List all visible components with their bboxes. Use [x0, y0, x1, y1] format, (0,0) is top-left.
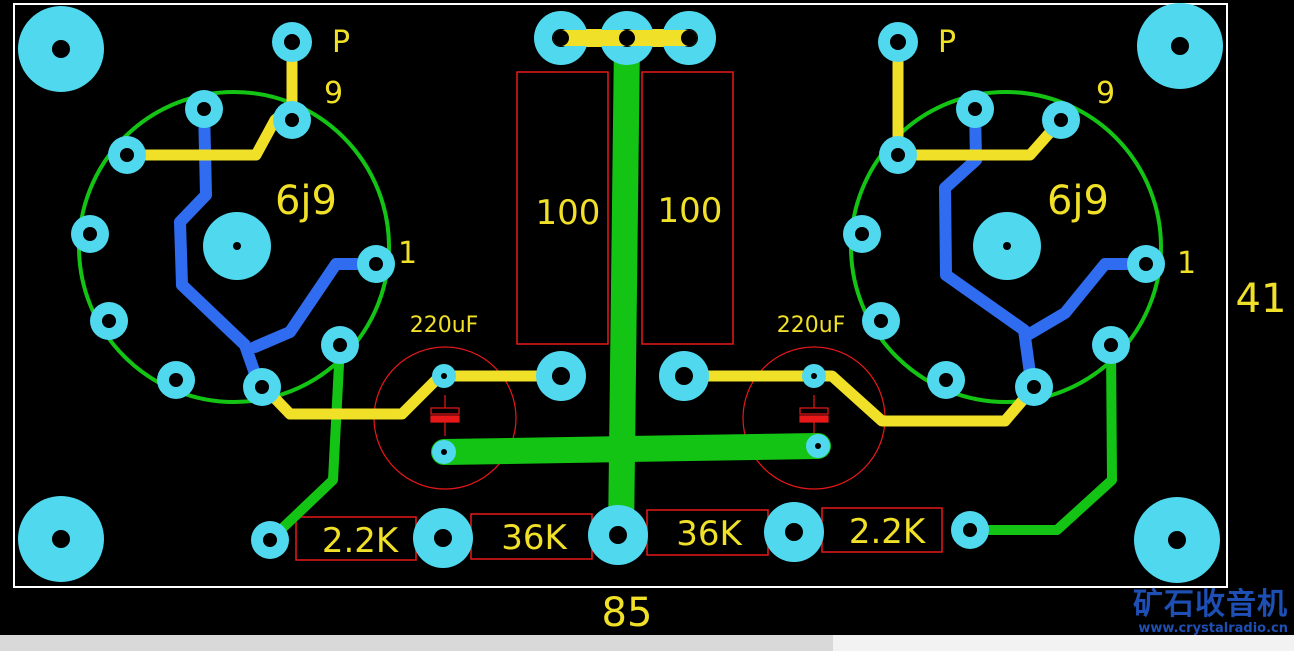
capacitor-symbol-left: [430, 395, 460, 436]
resistor-label-2k2-right: 2.2K: [849, 512, 927, 552]
pin-label-9-left: 9: [324, 76, 343, 111]
board-height-label: 41: [1236, 276, 1287, 322]
resistor-label-36k-right: 36K: [676, 514, 743, 554]
ground-traces: [265, 27, 1117, 548]
capacitor-symbol-right: [799, 395, 829, 436]
mounting-holes: [18, 3, 1223, 583]
pin-label-1-right: 1: [1177, 246, 1196, 281]
resistor-outline-100-left: [516, 71, 609, 345]
tube-label-left: 6j9: [275, 178, 337, 224]
pin-label-p-right: P: [938, 25, 956, 60]
bottom-status-bar-right: [833, 635, 1294, 651]
pin-label-9-right: 9: [1096, 76, 1115, 111]
resistor-label-2k2-left: 2.2K: [322, 521, 400, 561]
resistor-label-100-left: 100: [536, 193, 601, 233]
tube-label-right: 6j9: [1047, 178, 1109, 224]
pin-label-1-left: 1: [398, 236, 417, 271]
watermark-title: 矿石收音机: [1133, 587, 1288, 622]
resistor-outline-100-right: [641, 71, 734, 345]
watermark-url: www.crystalradio.cn: [1138, 621, 1288, 636]
pin-label-p-left: P: [332, 25, 350, 60]
capacitor-label-right: 220uF: [777, 313, 846, 338]
resistor-label-100-right: 100: [658, 191, 723, 231]
resistor-label-36k-left: 36K: [501, 518, 568, 558]
capacitor-label-left: 220uF: [410, 313, 479, 338]
board-outline: [13, 3, 1228, 588]
site-watermark: 矿石收音机 www.crystalradio.cn: [1133, 588, 1288, 636]
bottom-status-bar: [0, 635, 833, 651]
tube-center-holes: [203, 212, 1041, 280]
board-width-label: 85: [602, 590, 653, 636]
pad-holes-small: [83, 34, 1153, 547]
